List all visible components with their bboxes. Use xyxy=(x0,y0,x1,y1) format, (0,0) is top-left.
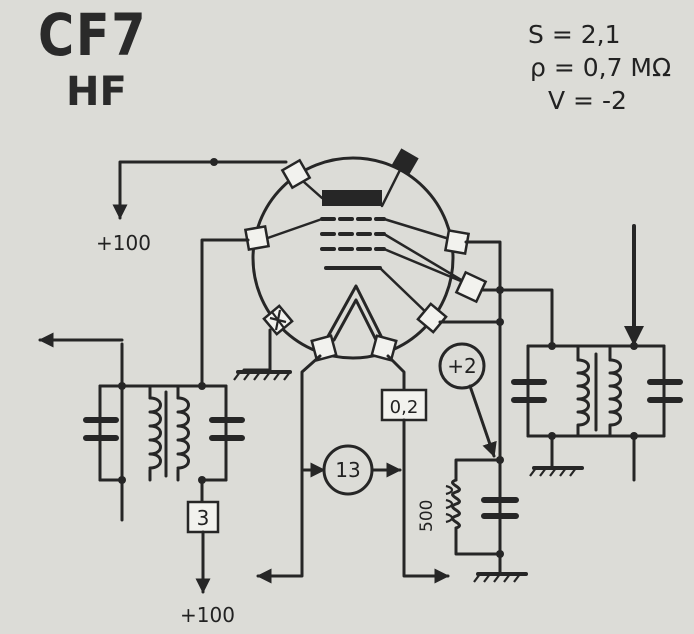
filament xyxy=(324,284,385,342)
output-transformer xyxy=(511,224,683,482)
resistor-label: 500 xyxy=(417,500,437,532)
tube-type: HF xyxy=(66,69,127,115)
supply-bottom-label: +100 xyxy=(180,603,235,627)
grids xyxy=(320,217,386,251)
param-slope: S = 2,1 xyxy=(528,20,621,49)
winding-box xyxy=(186,500,220,534)
tube-parameters: S = 2,1 ρ = 0,7 MΩ V = -2 xyxy=(528,18,671,117)
tube-envelope xyxy=(251,156,455,360)
winding-box-label: 3 xyxy=(197,506,210,530)
tube-name: CF7 xyxy=(38,1,148,69)
cathode-resistor-label: 0,2 xyxy=(390,397,419,418)
cathode-resistor-box xyxy=(380,388,428,422)
input-transformer xyxy=(38,332,245,522)
tube-pins xyxy=(243,148,488,362)
param-bias: V = -2 xyxy=(548,86,627,115)
supply-top-label: +100 xyxy=(96,231,151,255)
cathode-bias-label: +2 xyxy=(447,354,476,378)
param-resistance: ρ = 0,7 MΩ xyxy=(530,53,672,82)
anode-plate xyxy=(322,190,382,206)
heater-label: 13 xyxy=(335,458,360,482)
